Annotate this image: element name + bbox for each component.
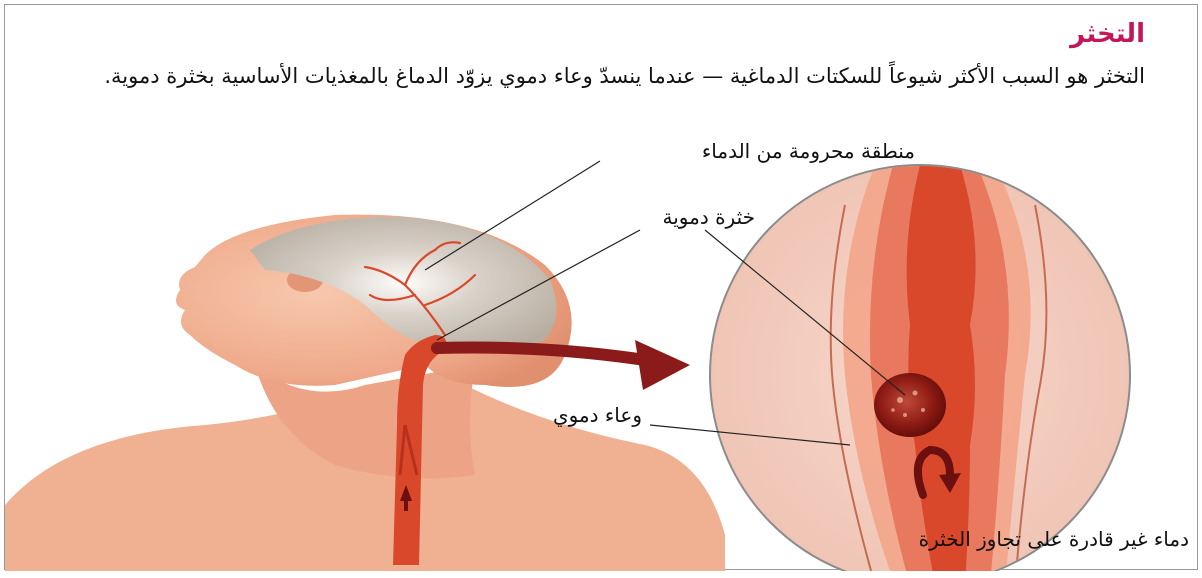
label-blood-clot: خثرة دموية (662, 205, 755, 229)
label-blood-vessel: وعاء دموي (553, 403, 642, 427)
page-title: التخثر (1070, 19, 1145, 49)
label-blood-blocked: دماء غير قادرة على تجاوز الخثرة (919, 527, 1189, 551)
label-blood-deprived-region: منطقة محرومة من الدماء (702, 139, 915, 163)
description-text: التخثر هو السبب الأكثر شيوعاً للسكتات ال… (65, 59, 1145, 93)
diagram-frame: التخثر التخثر هو السبب الأكثر شيوعاً للس… (4, 4, 1198, 570)
blood-clot (874, 373, 946, 437)
